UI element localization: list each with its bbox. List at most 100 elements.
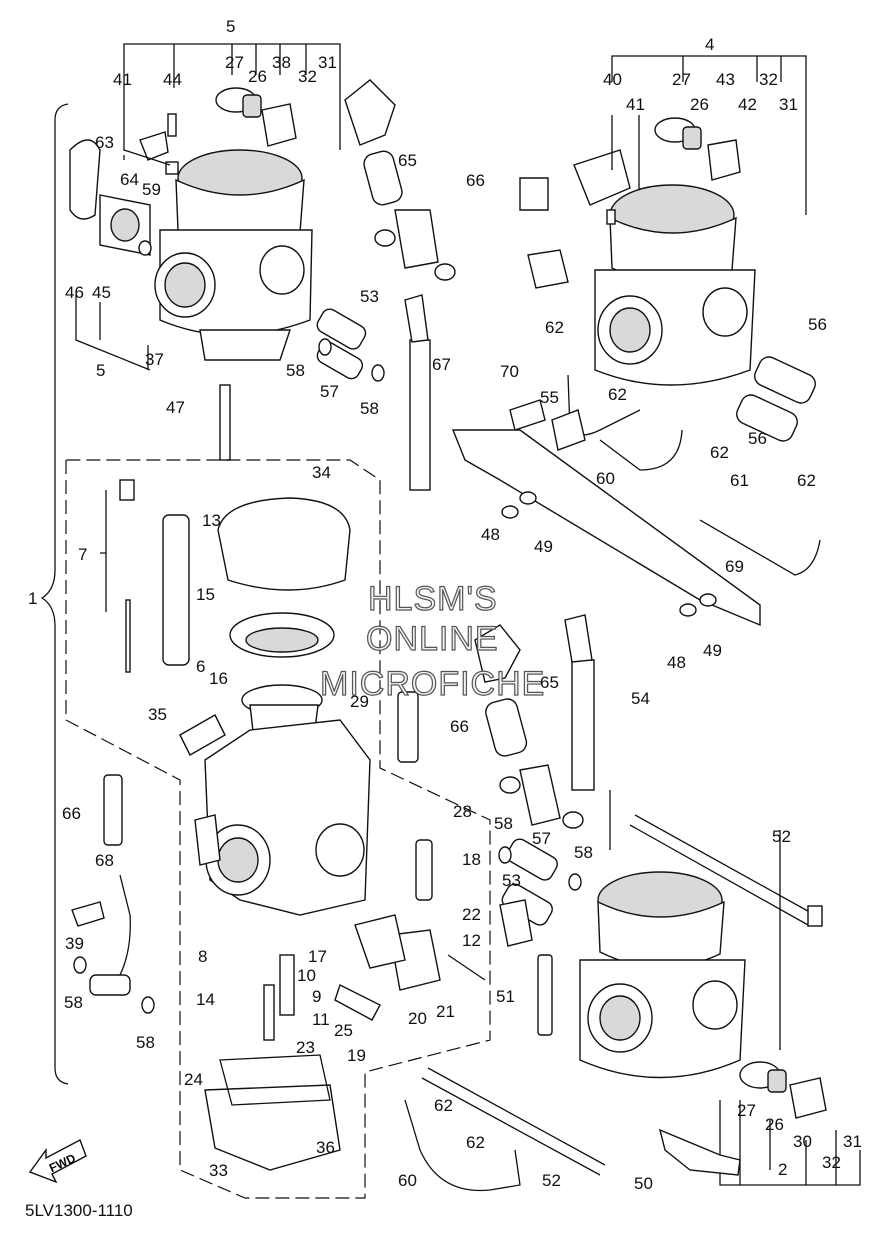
label: 41	[113, 70, 132, 89]
watermark-line-1: HLSM'S	[368, 580, 498, 618]
label: 30	[793, 1132, 812, 1151]
label: 65	[398, 151, 417, 170]
label: 36	[316, 1138, 335, 1157]
label: 9	[312, 987, 321, 1006]
label: 56	[808, 315, 827, 334]
label: 69	[725, 557, 744, 576]
diagram-code: 5LV1300-1110	[25, 1201, 133, 1220]
label: 60	[398, 1171, 417, 1190]
link-plate	[451, 429, 761, 627]
label: 45	[92, 283, 111, 302]
fwd-arrow-icon: FWD	[28, 1139, 87, 1184]
label: 64	[120, 170, 139, 189]
label: 27	[672, 70, 691, 89]
label: 7	[78, 545, 87, 564]
label: 57	[320, 382, 339, 401]
label: 5	[226, 17, 235, 36]
label: 70	[500, 362, 519, 381]
label: 48	[667, 653, 686, 672]
label: 58	[64, 993, 83, 1012]
label: 51	[496, 987, 515, 1006]
label: 58	[494, 814, 513, 833]
label: 58	[136, 1033, 155, 1052]
label: 24	[184, 1070, 203, 1089]
label: 33	[209, 1161, 228, 1180]
part-labels: 5 41 44 27 26 38 32 31 4 40 27 41 26 43 …	[62, 17, 862, 1193]
label: 44	[163, 70, 182, 89]
label: 31	[779, 95, 798, 114]
label: 42	[738, 95, 757, 114]
label: 34	[312, 463, 331, 482]
label: 23	[296, 1038, 315, 1057]
label: 40	[603, 70, 622, 89]
label: 52	[772, 827, 791, 846]
label: 29	[350, 692, 369, 711]
label: 43	[716, 70, 735, 89]
watermark-line-3: MICROFICHE	[320, 665, 545, 703]
label: 4	[705, 35, 714, 54]
label: 65	[540, 673, 559, 692]
label: 32	[822, 1153, 841, 1172]
top-cover	[217, 497, 351, 591]
label: 67	[432, 355, 451, 374]
label: 22	[462, 905, 481, 924]
label: 38	[272, 53, 291, 72]
label: 19	[347, 1046, 366, 1065]
label: 11	[312, 1010, 330, 1029]
label-1: 1	[28, 589, 37, 608]
label: 66	[62, 804, 81, 823]
label: 12	[462, 931, 481, 950]
label: 41	[626, 95, 645, 114]
label: 31	[843, 1132, 862, 1151]
label: 26	[248, 67, 267, 86]
label: 53	[360, 287, 379, 306]
label: 48	[481, 525, 500, 544]
carburetor-top-right	[594, 184, 756, 386]
label: 68	[95, 851, 114, 870]
label: 20	[408, 1009, 427, 1028]
label: 62	[608, 385, 627, 404]
label: 47	[166, 398, 185, 417]
label: 49	[534, 537, 553, 556]
label: 26	[765, 1115, 784, 1134]
label: 13	[202, 511, 221, 530]
label: 37	[145, 350, 164, 369]
label: 28	[453, 802, 472, 821]
label: 8	[198, 947, 207, 966]
label: 35	[148, 705, 167, 724]
label: 58	[286, 361, 305, 380]
watermark-line-2: ONLINE	[366, 620, 499, 658]
label: 52	[542, 1171, 561, 1190]
label: 50	[634, 1174, 653, 1193]
label: 53	[502, 871, 521, 890]
label: 66	[466, 171, 485, 190]
float-bowl	[204, 1084, 341, 1171]
label: 63	[95, 133, 114, 152]
label: 10	[297, 966, 316, 985]
label: 18	[462, 850, 481, 869]
carburetor-bottom-right	[579, 871, 746, 1079]
label: 61	[730, 471, 749, 490]
label: 62	[466, 1133, 485, 1152]
label: 62	[710, 443, 729, 462]
label: 14	[196, 990, 215, 1009]
label: 59	[142, 180, 161, 199]
carburetor-top-left	[154, 149, 313, 361]
label: 58	[360, 399, 379, 418]
label: 2	[778, 1160, 787, 1179]
label: 5	[96, 361, 105, 380]
label: 27	[737, 1101, 756, 1120]
bracket-63	[69, 139, 101, 220]
carburetor-center	[194, 719, 371, 916]
label: 56	[748, 429, 767, 448]
label: 32	[759, 70, 778, 89]
label: 27	[225, 53, 244, 72]
label: 32	[298, 67, 317, 86]
label: 62	[545, 318, 564, 337]
label: 57	[532, 829, 551, 848]
label: 66	[450, 717, 469, 736]
label: 16	[209, 669, 228, 688]
label: 49	[703, 641, 722, 660]
label: 31	[318, 53, 337, 72]
